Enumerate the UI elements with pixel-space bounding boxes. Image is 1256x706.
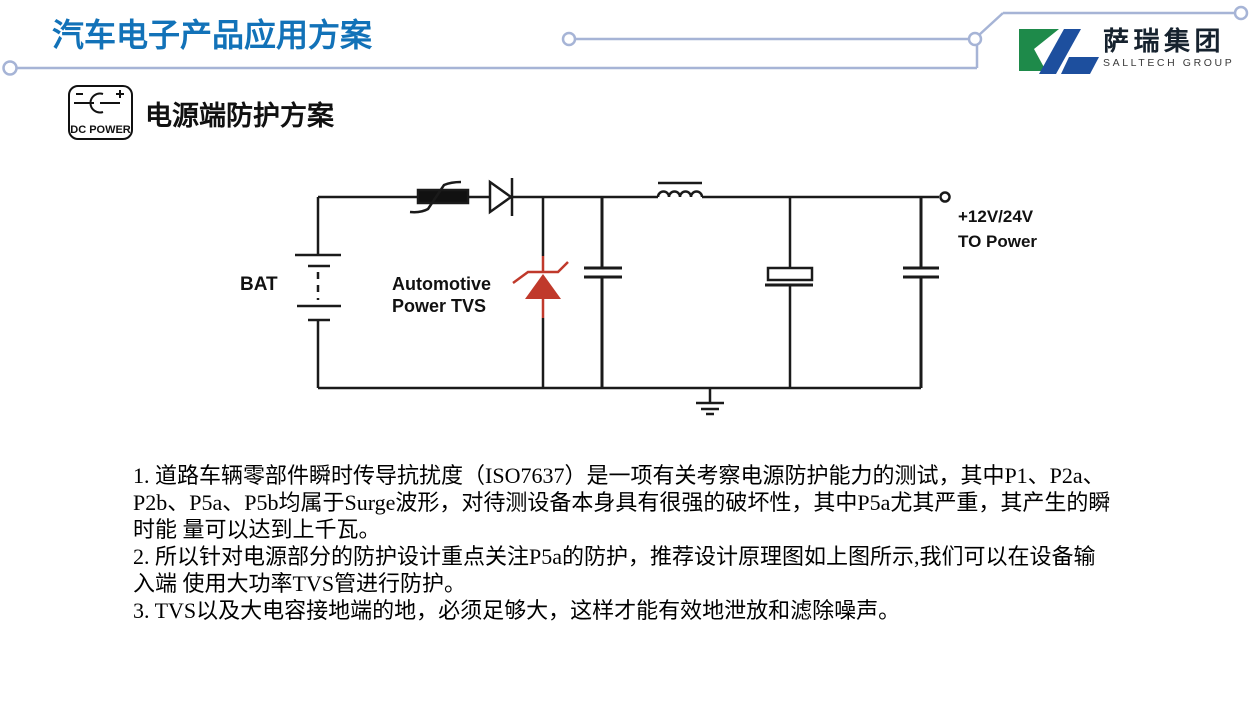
inductor-symbol xyxy=(656,181,704,198)
dc-power-label: DC POWER xyxy=(70,124,131,136)
note-line: 2. 所以针对电源部分的防护设计重点关注P5a的防护，推荐设计原理图如上图所示,… xyxy=(133,544,1096,569)
section-heading: 电源端防护方案 xyxy=(145,101,334,131)
electrolytic-capacitor-symbol xyxy=(765,197,814,388)
dc-power-icon: DC POWER xyxy=(68,85,133,140)
note-line: 1. 道路车辆零部件瞬时传导抗扰度（ISO7637）是一项有关考察电源防护能力的… xyxy=(133,463,1105,488)
output-label-line2: TO Power xyxy=(958,232,1037,251)
output-label-line1: +12V/24V xyxy=(958,207,1034,226)
logo-mark-icon xyxy=(1019,29,1099,74)
notes-text: 1. 道路车辆零部件瞬时传导抗扰度（ISO7637）是一项有关考察电源防护能力的… xyxy=(133,462,1163,624)
capacitor-2-symbol xyxy=(903,197,939,388)
circuit-diagram: BAT Automotive Power TVS +12V/24V TO Pow… xyxy=(240,178,1037,416)
fuse-symbol xyxy=(409,180,470,214)
logo-name-en: SALLTECH GROUP xyxy=(1103,57,1235,69)
output-terminal xyxy=(939,191,951,203)
note-line: P2b、P5a、P5b均属于Surge波形，对待测设备本身具有很强的破坏性，其中… xyxy=(133,490,1111,515)
diode-symbol xyxy=(488,178,514,216)
company-logo: 萨瑞集团 SALLTECH GROUP xyxy=(1019,26,1234,76)
tvs-label-line1: Automotive xyxy=(392,274,491,294)
capacitor-1-symbol xyxy=(584,197,622,388)
dc-plug-icon xyxy=(74,90,124,114)
note-line: 时能 量可以达到上千瓦。 xyxy=(133,517,381,542)
tvs-label-line2: Power TVS xyxy=(392,296,486,316)
battery-symbol xyxy=(295,197,341,388)
logo-name-cn: 萨瑞集团 xyxy=(1103,26,1226,56)
note-line: 3. TVS以及大电容接地端的地，必须足够大，这样才能有效地泄放和滤除噪声。 xyxy=(133,598,901,623)
page-title: 汽车电子产品应用方案 xyxy=(52,17,373,53)
decorative-connector-lines xyxy=(2,5,1249,76)
note-line: 入端 使用大功率TVS管进行防护。 xyxy=(133,571,467,596)
ground-symbol xyxy=(696,388,724,416)
battery-label: BAT xyxy=(240,274,278,295)
tvs-diode-symbol xyxy=(512,197,569,388)
